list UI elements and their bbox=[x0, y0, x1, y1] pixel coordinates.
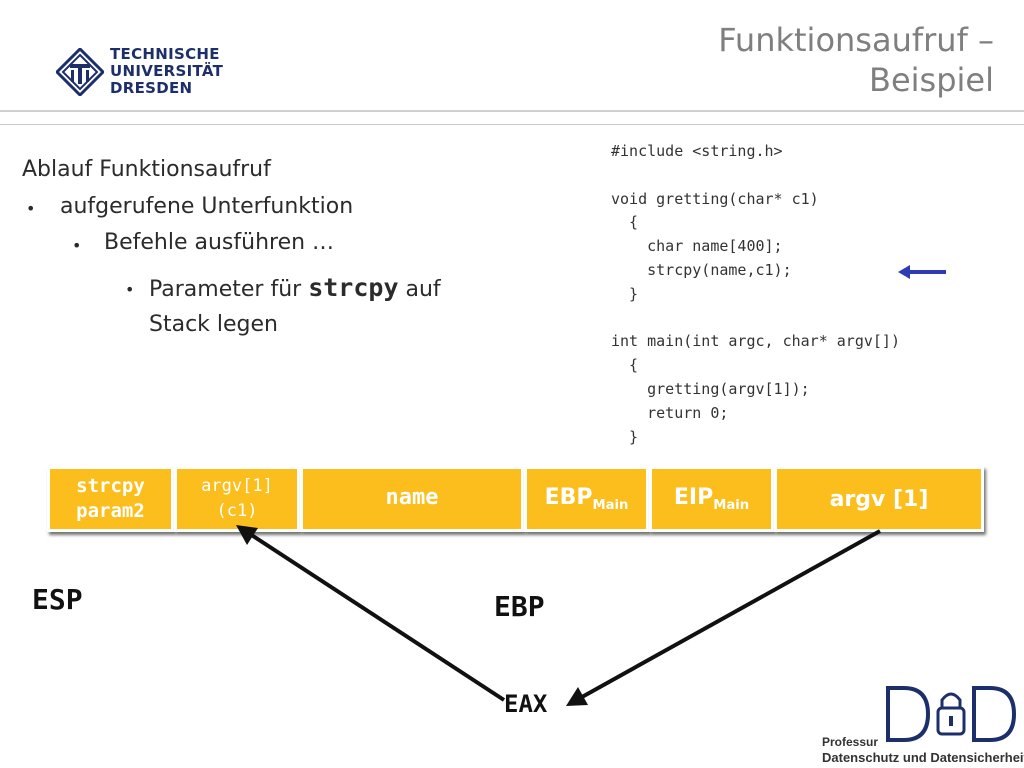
header-divider-thin bbox=[0, 124, 1024, 125]
slide-title: Funktionsaufruf – Beispiel bbox=[718, 21, 994, 99]
code-line: gretting(argv[1]); bbox=[611, 379, 810, 398]
stack-box-name: name bbox=[300, 466, 524, 532]
stack-box-eip-main: EIPMain bbox=[649, 466, 774, 532]
stack-box-argv1-c1: argv[1](c1) bbox=[174, 466, 300, 532]
bullet-level1: aufgerufene Unterfunktion bbox=[60, 194, 354, 219]
bullet-level3-line2: Stack legen bbox=[149, 312, 278, 337]
code-line: } bbox=[611, 284, 639, 303]
stack-box-ebp-main: EBPMain bbox=[524, 466, 649, 532]
arrow-eax-to-c1 bbox=[248, 532, 506, 702]
bullet-marker: • bbox=[72, 236, 82, 255]
arrow-left-icon bbox=[898, 265, 946, 279]
code-line: int main(int argc, char* argv[]) bbox=[611, 332, 900, 351]
code-line: strcpy(name,c1); bbox=[611, 260, 792, 279]
dud-logo bbox=[886, 686, 1017, 742]
tu-dresden-logo: TECHNISCHE UNIVERSITÄT DRESDEN bbox=[56, 46, 226, 100]
bullet-level3-prefix: Parameter für bbox=[149, 277, 302, 302]
arrowhead-icon bbox=[566, 687, 588, 706]
bullet-marker: • bbox=[26, 199, 36, 218]
dud-lock-icon bbox=[936, 692, 966, 736]
logo-text: TECHNISCHE UNIVERSITÄT DRESDEN bbox=[110, 45, 224, 97]
register-eax: EAX bbox=[504, 690, 548, 718]
code-line: void gretting(char* c1) bbox=[611, 189, 819, 208]
bullet-level3-suffix: auf bbox=[405, 277, 441, 302]
bullet-level3: Parameter für strcpy auf bbox=[149, 270, 441, 308]
arrow-argv1-to-eax bbox=[581, 529, 881, 699]
code-line: { bbox=[611, 213, 639, 232]
footer-org-line2: Datenschutz und Datensicherheit bbox=[822, 750, 1024, 765]
tu-dresden-emblem-icon bbox=[56, 48, 104, 96]
code-line: char name[400]; bbox=[611, 237, 783, 256]
bullet-marker: • bbox=[125, 280, 135, 299]
code-line: return 0; bbox=[611, 403, 729, 422]
code-line: } bbox=[611, 427, 639, 446]
bullet-level3-code: strcpy bbox=[308, 273, 399, 302]
code-line: { bbox=[611, 356, 639, 375]
code-listing: #include <string.h> void gretting(char* … bbox=[611, 140, 900, 449]
bullet-level2: Befehle ausführen … bbox=[104, 230, 335, 255]
register-ebp: EBP bbox=[494, 590, 545, 623]
arrowhead-icon bbox=[236, 525, 258, 545]
register-esp: ESP bbox=[32, 583, 83, 616]
bullet-heading: Ablauf Funktionsaufruf bbox=[22, 157, 271, 182]
code-line: #include <string.h> bbox=[611, 142, 783, 160]
footer-org-line1: Professur bbox=[822, 735, 879, 749]
header-divider bbox=[0, 110, 1024, 112]
stack-box-argv1: argv [1] bbox=[774, 466, 984, 532]
